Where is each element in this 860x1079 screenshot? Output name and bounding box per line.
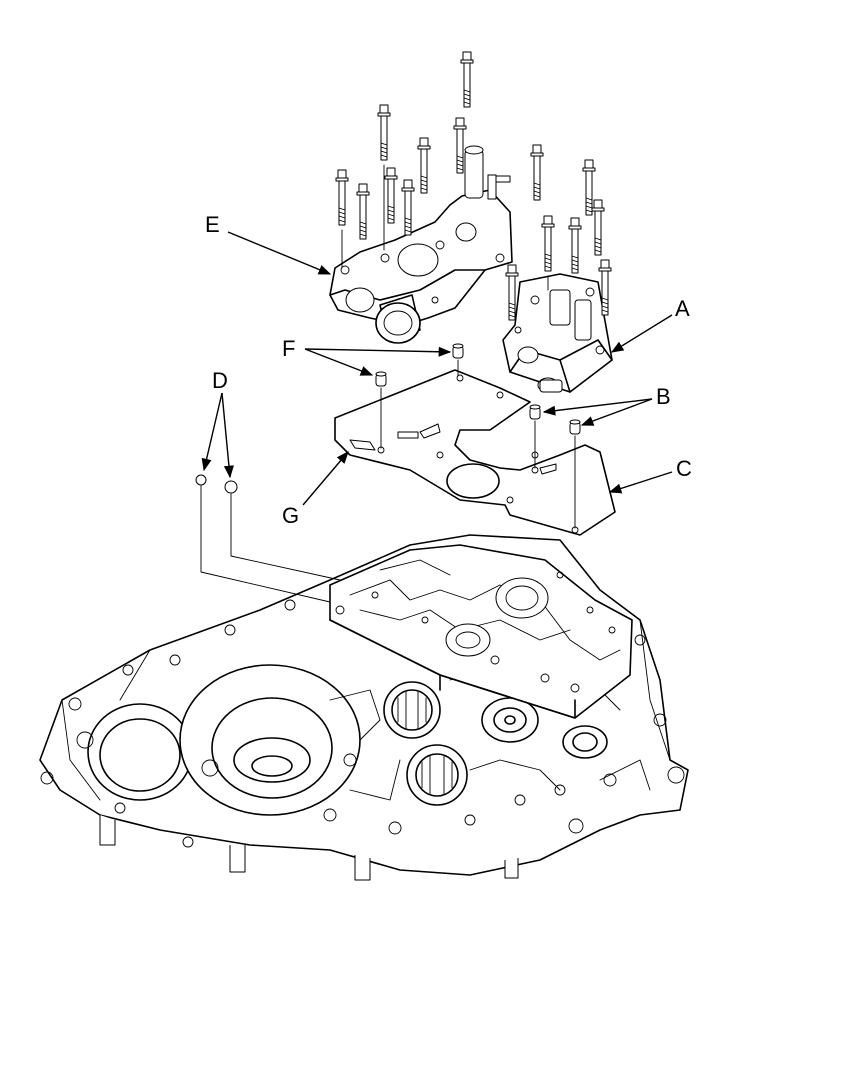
callout-b: B <box>656 384 671 409</box>
separator-plate <box>334 369 616 536</box>
bolt <box>460 51 474 108</box>
check-ball-right <box>224 480 238 494</box>
dowel-pin-b-right <box>569 419 581 435</box>
bolt <box>568 217 582 274</box>
alignment-lines <box>200 164 576 603</box>
accumulator-body <box>329 145 513 344</box>
bolt <box>377 104 391 161</box>
bolt <box>582 159 596 216</box>
bolt <box>401 179 415 236</box>
callout-d: D <box>212 368 228 393</box>
bolt <box>417 137 431 194</box>
bolt <box>591 199 605 256</box>
callout-g: G <box>282 503 299 528</box>
servo-body <box>502 273 613 393</box>
dowel-pin-f-upper <box>452 343 464 359</box>
main-valve-body <box>329 544 633 719</box>
check-ball-left <box>195 474 207 486</box>
callout-f: F <box>282 336 295 361</box>
bolt <box>453 117 467 174</box>
leader-lines <box>201 231 673 506</box>
callout-a: A <box>675 296 690 321</box>
bolt <box>384 167 398 224</box>
dowel-pin-b-left <box>529 404 541 420</box>
callout-c: C <box>676 456 692 481</box>
bolt <box>356 183 370 240</box>
bolt <box>530 144 544 201</box>
dowel-pin-f-lower <box>375 371 387 387</box>
bolt <box>541 215 555 272</box>
callout-e: E <box>205 212 220 237</box>
bolt <box>335 169 349 226</box>
